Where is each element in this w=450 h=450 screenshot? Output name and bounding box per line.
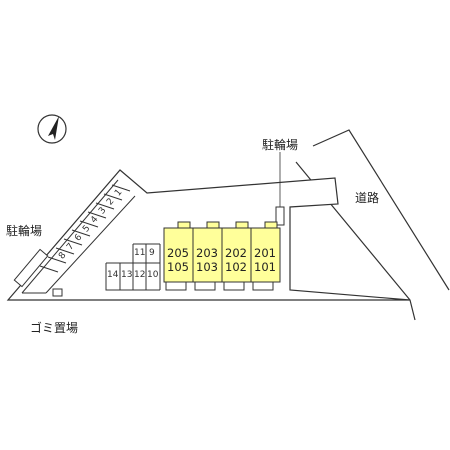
unit-lower: 101: [254, 260, 276, 274]
unit-label: 202 102: [223, 246, 249, 274]
garbage-label: ゴミ置場: [30, 321, 79, 335]
unit-upper: 201: [254, 246, 276, 260]
road-label: 道路: [355, 191, 380, 205]
bicycle-parking-left-label: 駐輪場: [6, 224, 43, 238]
parking-space-number: 13: [121, 270, 133, 280]
bicycle-parking-left: [13, 248, 49, 288]
unit-upper: 202: [225, 246, 247, 260]
parking-grid: [105, 243, 161, 291]
unit-label: 205 105: [165, 246, 191, 274]
unit-label: 201 101: [252, 246, 278, 274]
parking-space-number: 12: [134, 270, 146, 280]
unit-upper: 203: [196, 246, 218, 260]
unit-lower: 103: [196, 260, 218, 274]
parking-diagonal: [21, 179, 136, 294]
parking-space-number: 14: [107, 270, 119, 280]
unit-label: 203 103: [194, 246, 220, 274]
road: [295, 129, 450, 321]
parking-space-number: 11: [134, 248, 146, 258]
north-arrow-icon: [37, 114, 67, 144]
building: [163, 221, 281, 291]
bicycle-parking-right-label: 駐輪場: [262, 138, 299, 152]
parking-space-number: 9: [149, 248, 155, 258]
unit-lower: 105: [167, 260, 189, 274]
unit-upper: 205: [167, 246, 189, 260]
parking-space-number: 10: [147, 270, 159, 280]
garbage-area: [52, 288, 63, 297]
unit-lower: 102: [225, 260, 247, 274]
